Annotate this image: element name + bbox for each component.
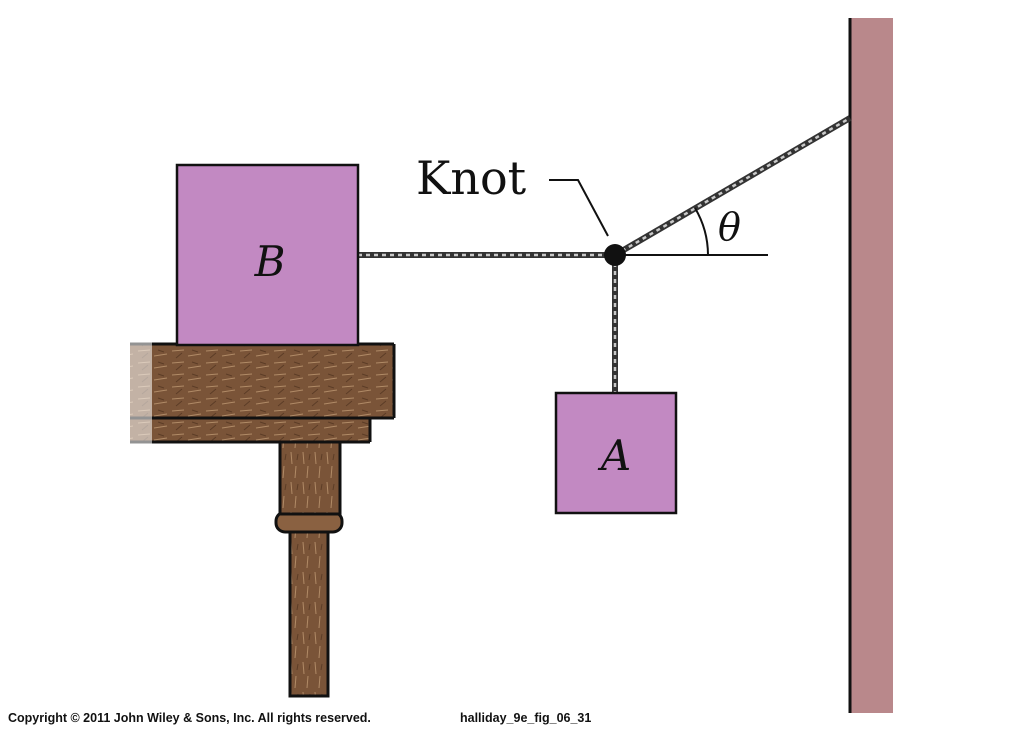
knot-label: Knot bbox=[416, 151, 527, 205]
angle-arc bbox=[694, 207, 709, 256]
knot-leader-line bbox=[549, 179, 609, 237]
table bbox=[128, 342, 396, 698]
figure-id-text: halliday_9e_fig_06_31 bbox=[460, 711, 592, 725]
block-a-label: A bbox=[597, 431, 631, 480]
block-b-label: B bbox=[254, 237, 286, 286]
angle-label: θ bbox=[718, 205, 741, 249]
copyright-text: Copyright © 2011 John Wiley & Sons, Inc.… bbox=[8, 711, 371, 725]
knot-dot bbox=[604, 244, 626, 266]
block-b bbox=[175, 163, 360, 347]
rope-to-wall bbox=[613, 115, 852, 258]
block-a bbox=[554, 391, 678, 515]
wall bbox=[848, 18, 893, 713]
